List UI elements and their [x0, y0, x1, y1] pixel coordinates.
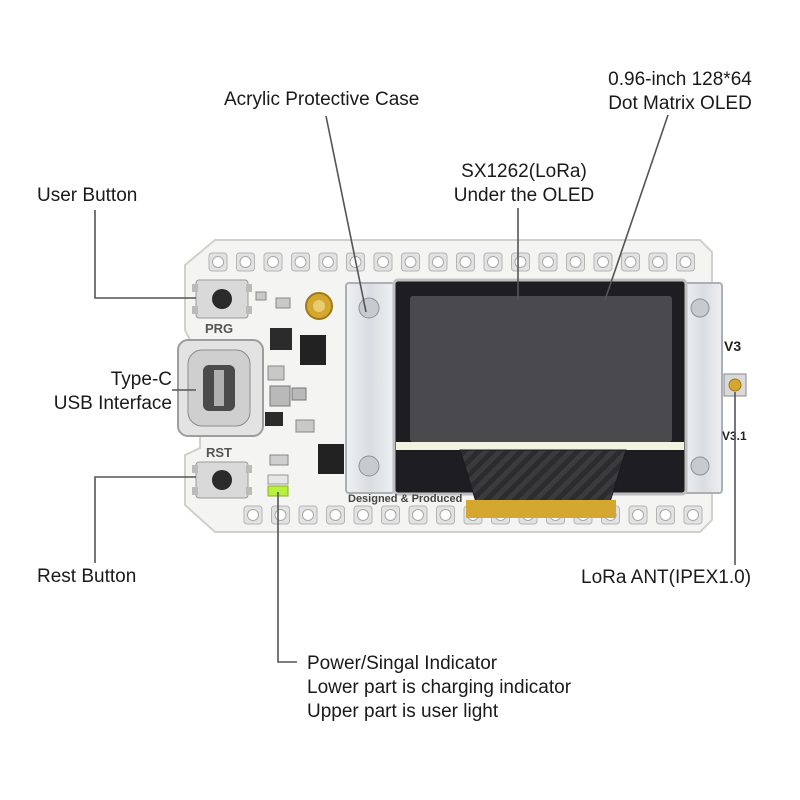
label-oled: 0.96-inch 128*64 Dot Matrix OLED: [590, 68, 770, 116]
pin-hole: [267, 256, 279, 268]
label-lora-chip: SX1262(LoRa) Under the OLED: [434, 160, 614, 208]
pin-hole: [247, 509, 259, 521]
label-indicator-line2: Lower part is charging indicator: [307, 677, 572, 698]
pin-hole: [212, 256, 224, 268]
pin-hole: [384, 509, 397, 521]
ipex-connector: [723, 373, 747, 397]
pin-hole: [487, 256, 499, 268]
pin-hole: [459, 256, 472, 268]
pin-hole: [652, 256, 664, 268]
label-typec-line2: USB Interface: [53, 393, 172, 414]
leader-lines: [94, 114, 736, 663]
pin-hole: [322, 256, 334, 268]
version-top-silkscreen: V3: [724, 338, 741, 354]
small-components: [255, 291, 344, 474]
pin-hole: [679, 256, 692, 268]
pin-hole: [377, 256, 389, 268]
pin-hole: [624, 256, 637, 268]
label-rest-button: Rest Button: [37, 566, 137, 587]
label-indicator-line1: Power/Singal Indicator: [307, 653, 498, 674]
pin-hole: [329, 509, 342, 521]
label-typec-line1: Type-C: [110, 369, 172, 390]
prg-silkscreen: PRG: [205, 321, 233, 336]
label-acrylic-case: Acrylic Protective Case: [224, 89, 420, 110]
label-indicator: Power/Singal Indicator Lower part is cha…: [307, 652, 571, 724]
pin-hole: [632, 509, 644, 521]
typec-connector[interactable]: [177, 339, 264, 437]
pin-hole: [514, 256, 527, 268]
rst-silkscreen: RST: [206, 445, 232, 460]
label-typec: Type-C USB Interface: [28, 368, 172, 416]
leader-indicator: [277, 492, 297, 663]
pin-hole: [432, 256, 444, 268]
label-lora-line2: Under the OLED: [453, 185, 595, 206]
pin-hole: [412, 509, 424, 521]
prg-button[interactable]: [192, 279, 252, 319]
acrylic-case: [345, 282, 723, 494]
pin-hole: [239, 256, 252, 268]
pin-hole: [294, 256, 307, 268]
label-user-button: User Button: [37, 185, 138, 206]
pin-hole: [687, 509, 699, 521]
label-lora-ant: LoRa ANT(IPEX1.0): [581, 567, 752, 588]
pin-hole: [302, 509, 314, 521]
pin-hole: [542, 256, 554, 268]
pin-hole: [274, 509, 287, 521]
leader-user-button: [94, 210, 196, 299]
leader-acrylic: [325, 115, 367, 313]
pin-hole: [357, 509, 369, 521]
label-indicator-line3: Upper part is user light: [307, 701, 499, 722]
pin-hole: [597, 256, 609, 268]
label-oled-line2: Dot Matrix OLED: [608, 93, 752, 114]
leader-oled: [604, 114, 669, 301]
gold-connector: [305, 292, 333, 320]
leader-rest-button: [94, 476, 196, 563]
pin-hole: [439, 509, 452, 521]
designed-silkscreen: Designed & Produced: [348, 493, 462, 505]
top-pin-header: [208, 252, 695, 272]
pin-hole: [569, 256, 582, 268]
pin-hole: [404, 256, 417, 268]
rst-button[interactable]: [192, 461, 252, 499]
oled-display: [392, 278, 688, 496]
label-lora-line1: SX1262(LoRa): [461, 161, 587, 182]
pin-hole: [659, 509, 672, 521]
oled-ribbon: [459, 449, 627, 518]
label-oled-line1: 0.96-inch 128*64: [608, 69, 752, 90]
